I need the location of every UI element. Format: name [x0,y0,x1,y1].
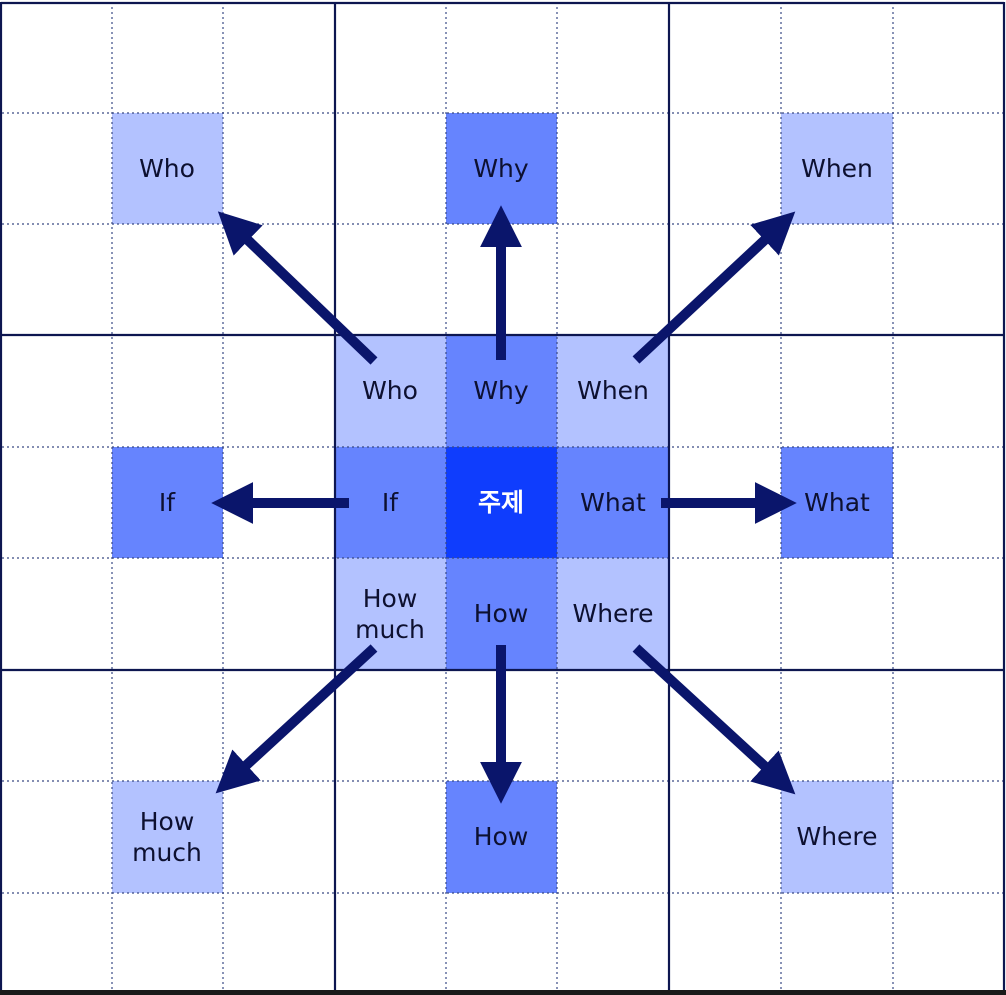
inner-when-cell [557,335,669,447]
center-cell [446,447,557,558]
inner-what-label: What [580,488,646,517]
outer-how-much-label-line1: How [140,807,195,836]
inner-what-cell [557,447,669,558]
arrow-who [217,211,378,365]
center-label: 주제 [478,488,524,517]
outer-when-cell [781,113,893,224]
inner-how-much-cell [335,558,446,670]
outer-if-label: If [159,488,176,517]
arrow-where [632,644,796,795]
inner-if-label: If [382,488,399,517]
outer-why-label: Why [473,154,529,183]
bottom-strip [0,990,1006,995]
inner-how-much-label-line1: How [363,584,418,613]
inner-how-much-label-line2: much [355,615,425,644]
outer-how-label: How [474,822,529,851]
arrow-when [632,211,796,364]
outer-what-cell [781,447,893,558]
outer-what-label: What [804,488,870,517]
inner-how-label: How [474,599,529,628]
inner-labels: Who Why When If 주제 What How much How Whe… [355,376,653,644]
outer-labels: Who Why When If What How much How Where [132,154,877,867]
outer-how-much-label-line2: much [132,838,202,867]
inner-who-label: Who [362,376,418,405]
outer-how-much-cell [112,781,223,893]
inner-where-label: Where [572,599,653,628]
inner-why-label: Why [473,376,529,405]
inner-when-label: When [577,376,649,405]
outer-when-label: When [801,154,873,183]
outer-who-label: Who [139,154,195,183]
outer-who-cell [112,113,223,224]
arrows [211,205,797,804]
arrow-how-much [215,644,378,794]
outer-where-cell [781,781,893,893]
inner-where-cell [557,558,669,670]
inner-if-cell [335,447,446,558]
outer-if-cell [112,447,223,558]
inner-who-cell [335,335,446,447]
outer-where-label: Where [796,822,877,851]
